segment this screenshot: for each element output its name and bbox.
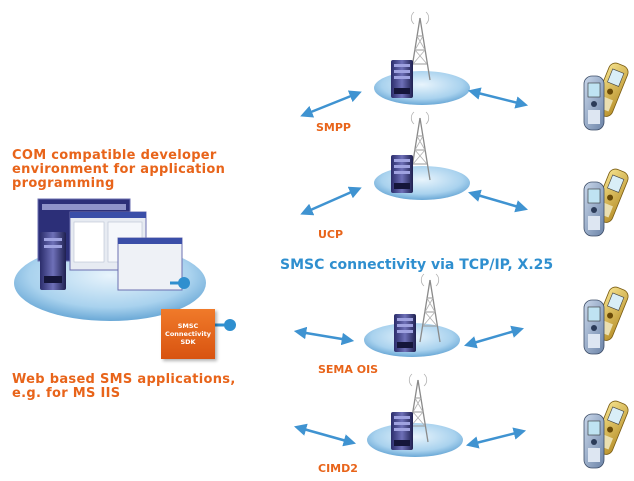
web-applications-text: Web based SMS applications, e.g. for MS … [12,372,236,401]
smsc-connectivity-sdk-box: SMSC Connectivity SDK [161,309,215,359]
bidirectional-arrow [293,423,357,447]
server-icon [391,412,413,450]
network-row-ucp [300,111,631,237]
bidirectional-arrow [467,87,529,109]
bidirectional-arrow [465,427,527,449]
mobile-phones-icon [583,166,631,237]
server-icon [391,155,413,193]
network-disk [367,423,463,457]
mobile-phones-icon [583,60,631,131]
protocol-label-sema-ois: SEMA OIS [318,363,379,376]
server-icon [391,60,413,98]
network-row-cimd2 [293,373,631,469]
network-row-smpp [300,11,631,131]
bidirectional-arrow [293,326,355,346]
network-row-sema-ois [293,273,631,357]
monitor-window-side [117,237,183,291]
developer-workstation-illustration [14,198,236,331]
network-disk [374,166,470,200]
connector-node-icon [224,319,236,331]
connectivity-title: SMSC connectivity via TCP/IP, X.25 [280,257,554,273]
developer-environment-text: COM compatible developer environment for… [12,148,226,191]
bidirectional-arrow [464,325,524,349]
protocol-label-ucp: UCP [318,228,344,241]
server-icon [394,314,416,352]
protocol-label-smpp: SMPP [316,121,351,134]
bidirectional-arrow [300,90,362,118]
connector-node-icon [178,277,190,289]
mobile-phones-icon [583,398,631,469]
protocol-label-cimd2: CIMD2 [318,462,358,475]
mobile-phones-icon [583,284,631,355]
bidirectional-arrow [300,186,362,216]
bidirectional-arrow [468,189,528,213]
network-disk [374,71,470,105]
